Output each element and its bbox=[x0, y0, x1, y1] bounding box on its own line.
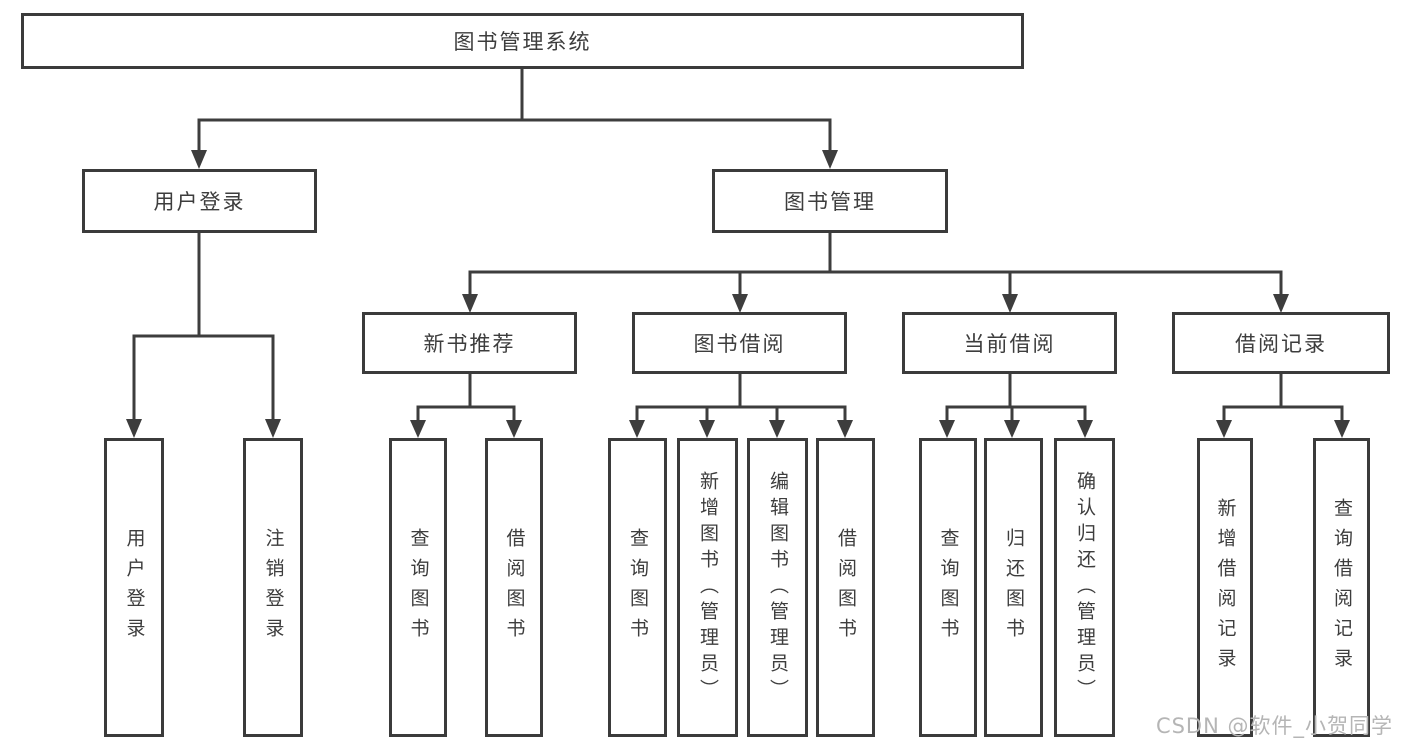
leaf-confirm-return-admin: 确认归还（管理员） bbox=[1054, 438, 1115, 737]
leaf-borrow-book-label: 借阅图书 bbox=[835, 527, 857, 648]
leaf-query-book-recommend: 查询图书 bbox=[389, 438, 447, 737]
leaf-query-book-current: 查询图书 bbox=[919, 438, 977, 737]
leaf-add-book-admin: 新增图书（管理员） bbox=[677, 438, 738, 737]
leaf-borrow-book: 借阅图书 bbox=[816, 438, 875, 737]
node-book-management-label: 图书管理 bbox=[784, 190, 876, 214]
leaf-query-book-borrow: 查询图书 bbox=[608, 438, 667, 737]
node-new-book-recommend-label: 新书推荐 bbox=[423, 332, 516, 356]
leaf-edit-book-admin: 编辑图书（管理员） bbox=[747, 438, 808, 737]
leaf-add-book-admin-label: 新增图书（管理员） bbox=[697, 470, 719, 705]
node-current-borrow: 当前借阅 bbox=[902, 312, 1117, 374]
node-new-book-recommend: 新书推荐 bbox=[362, 312, 577, 374]
node-root-label: 图书管理系统 bbox=[453, 30, 592, 54]
node-book-management: 图书管理 bbox=[712, 169, 948, 233]
node-book-borrow-label: 图书借阅 bbox=[693, 332, 786, 356]
leaf-add-borrow-record: 新增借阅记录 bbox=[1197, 438, 1253, 737]
node-root-system: 图书管理系统 bbox=[21, 13, 1024, 69]
leaf-add-borrow-record-label: 新增借阅记录 bbox=[1214, 497, 1237, 678]
node-book-borrow: 图书借阅 bbox=[632, 312, 847, 374]
leaf-query-book-borrow-label: 查询图书 bbox=[627, 527, 649, 648]
leaf-edit-book-admin-label: 编辑图书（管理员） bbox=[767, 470, 789, 705]
leaf-borrow-book-recommend-label: 借阅图书 bbox=[503, 527, 526, 648]
node-user-login: 用户登录 bbox=[82, 169, 317, 233]
node-user-login-label: 用户登录 bbox=[153, 190, 246, 214]
node-borrow-records: 借阅记录 bbox=[1172, 312, 1390, 374]
leaf-logout-label: 注销登录 bbox=[262, 527, 285, 648]
node-borrow-records-label: 借阅记录 bbox=[1235, 332, 1327, 356]
leaf-logout: 注销登录 bbox=[243, 438, 303, 737]
leaf-return-book: 归还图书 bbox=[984, 438, 1043, 737]
leaf-query-book-recommend-label: 查询图书 bbox=[407, 527, 430, 648]
leaf-confirm-return-admin-label: 确认归还（管理员） bbox=[1074, 470, 1096, 705]
leaf-return-book-label: 归还图书 bbox=[1003, 527, 1025, 648]
leaf-user-login: 用户登录 bbox=[104, 438, 164, 737]
leaf-user-login-label: 用户登录 bbox=[123, 527, 146, 648]
csdn-watermark: CSDN @软件_小贺同学 bbox=[1155, 714, 1393, 738]
leaf-borrow-book-recommend: 借阅图书 bbox=[485, 438, 543, 737]
leaf-query-borrow-record: 查询借阅记录 bbox=[1313, 438, 1370, 737]
node-current-borrow-label: 当前借阅 bbox=[963, 332, 1056, 356]
leaf-query-borrow-record-label: 查询借阅记录 bbox=[1331, 497, 1353, 678]
leaf-query-book-current-label: 查询图书 bbox=[937, 527, 960, 648]
